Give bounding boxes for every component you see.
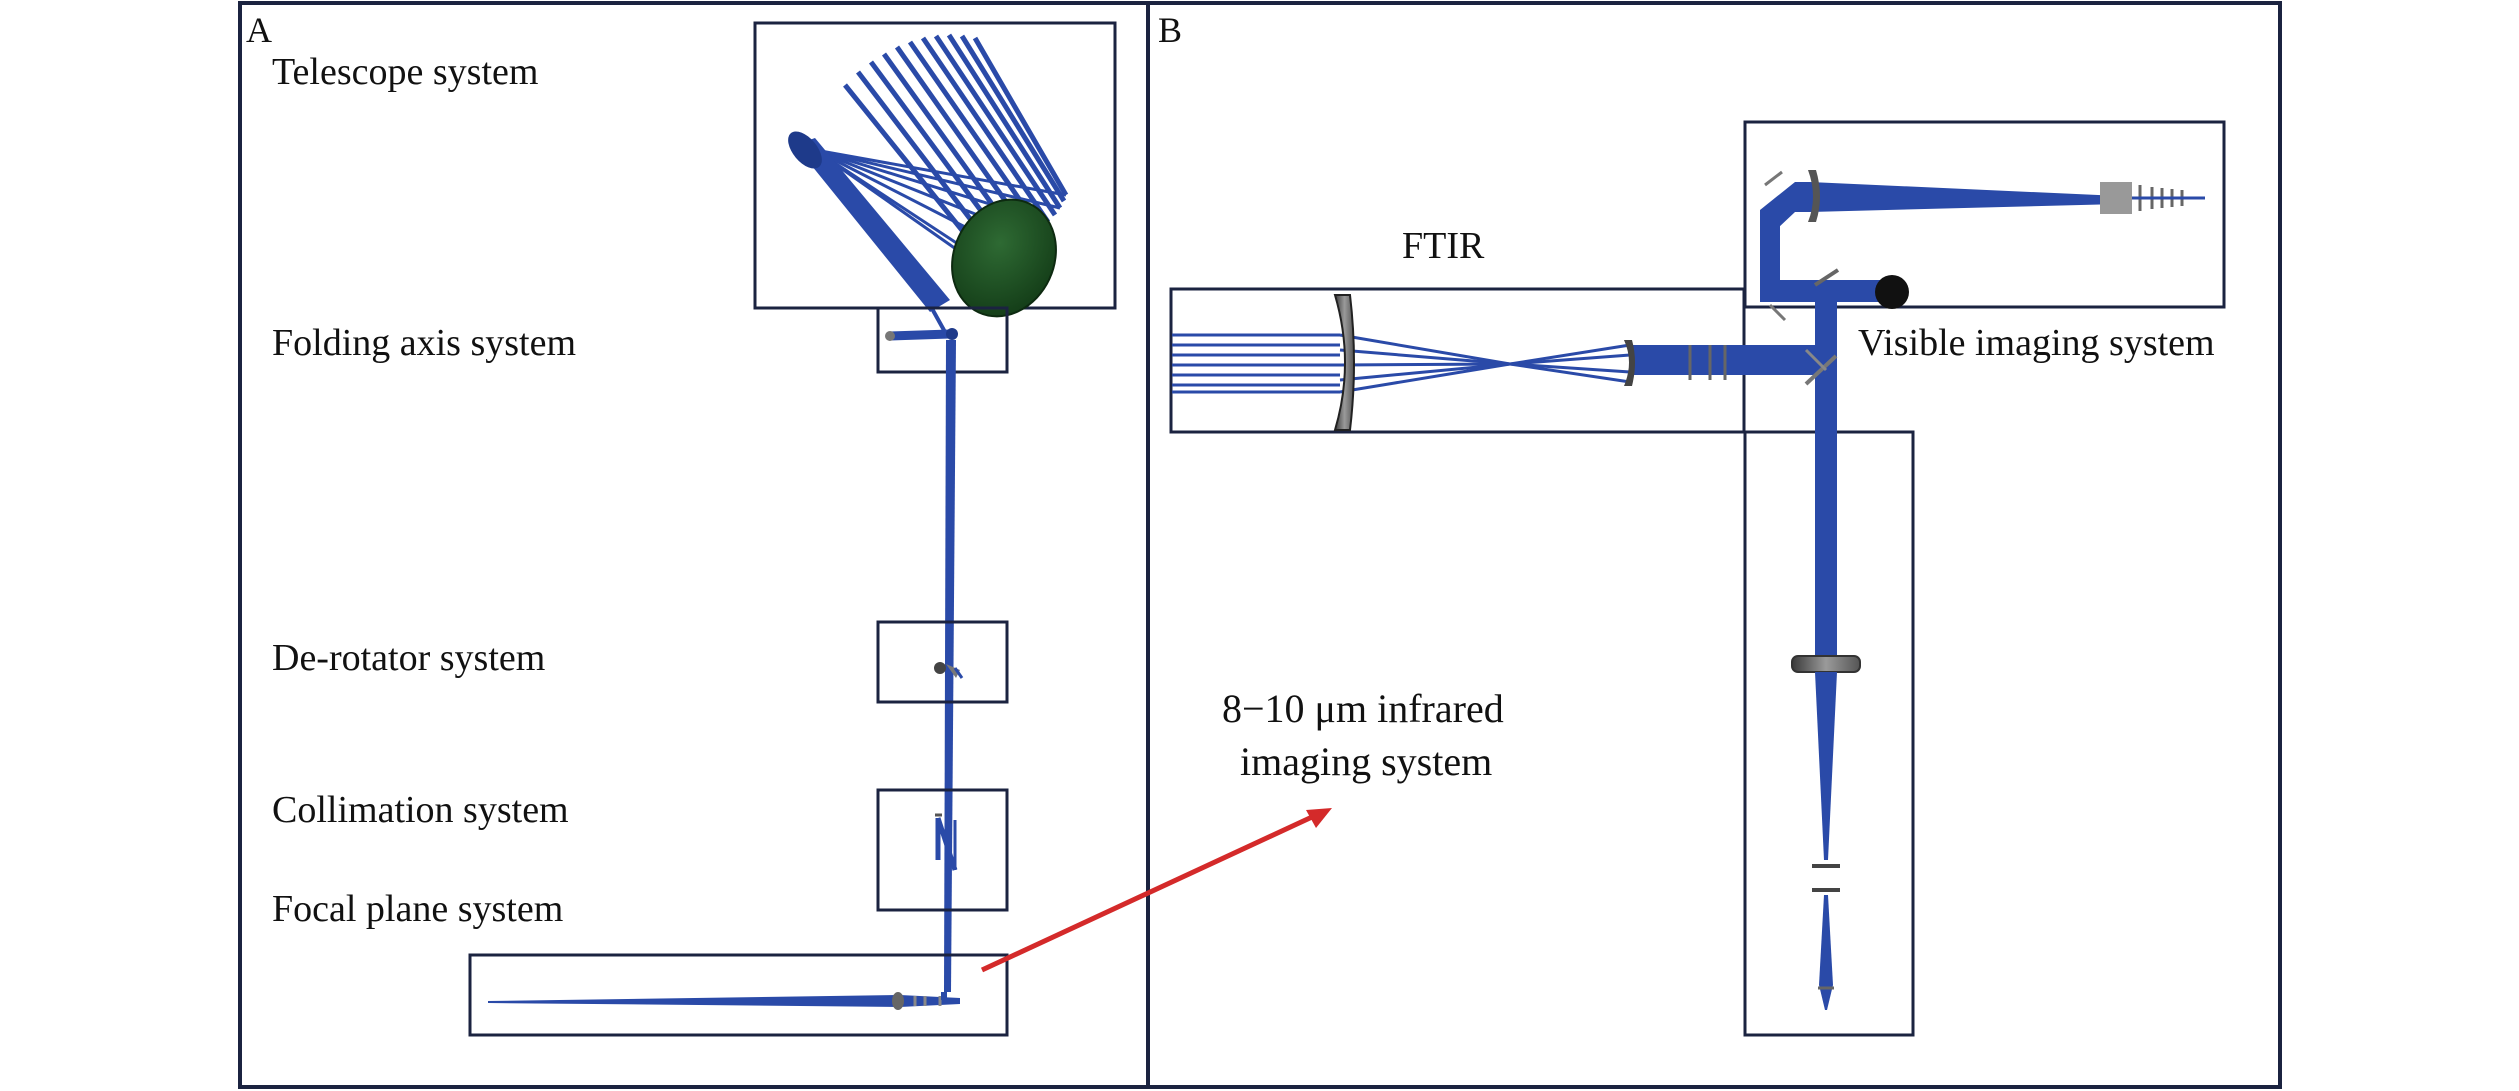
label-infrared-line1: 8−10 μm infrared bbox=[1222, 686, 1504, 731]
focal-plane-optics bbox=[488, 992, 960, 1010]
panel-a: A bbox=[238, 1, 1150, 1089]
folding-optics bbox=[885, 328, 958, 341]
ftir-small-lens bbox=[1624, 340, 1635, 386]
panel-b-letter: B bbox=[1158, 10, 1182, 50]
label-folding-axis-system: Folding axis system bbox=[272, 322, 576, 364]
derotator-optics bbox=[934, 662, 964, 679]
focal-plane-system-box bbox=[468, 953, 1009, 1037]
label-telescope-system: Telescope system bbox=[272, 51, 538, 93]
label-infrared-line2: imaging system bbox=[1240, 739, 1492, 784]
ftir-large-lens bbox=[1333, 294, 1355, 431]
panel-b-frame bbox=[1146, 1, 2282, 1089]
ftir-small-elements bbox=[1688, 345, 1727, 380]
folding-axis-system-box bbox=[876, 306, 1009, 374]
collimation-system-box bbox=[876, 788, 1009, 912]
visible-optics bbox=[1760, 170, 2205, 322]
label-ftir: FTIR bbox=[1402, 225, 1485, 267]
label-visible-imaging-system: Visible imaging system bbox=[1858, 322, 2215, 364]
telescope-optics bbox=[788, 33, 1069, 333]
visible-imaging-system-box bbox=[1743, 120, 2226, 309]
label-collimation-system: Collimation system bbox=[272, 789, 569, 831]
infrared-optics bbox=[1791, 300, 1861, 1010]
label-de-rotator-system: De-rotator system bbox=[272, 637, 545, 679]
label-focal-plane-system: Focal plane system bbox=[272, 888, 563, 930]
panel-b: B FTIR Visible imaging system bbox=[980, 1, 2282, 1089]
ftir-optics bbox=[1172, 333, 1830, 394]
red-arrow bbox=[980, 808, 1332, 973]
collimation-optics bbox=[935, 813, 958, 871]
de-rotator-system-box bbox=[876, 620, 1009, 704]
panel-a-letter: A bbox=[246, 10, 272, 50]
